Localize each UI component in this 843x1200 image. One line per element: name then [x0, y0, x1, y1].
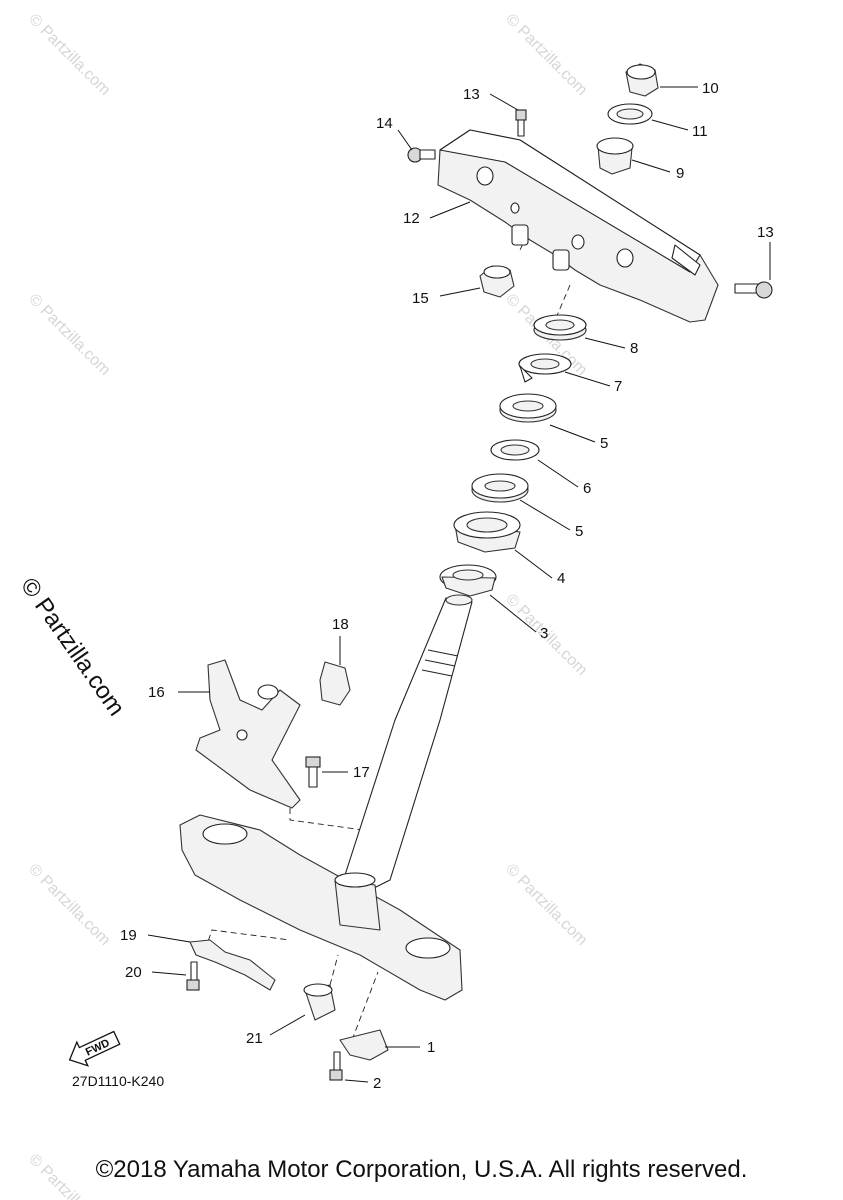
- diagram-code: 27D1110-K240: [72, 1073, 164, 1089]
- callout-5-upper: 5: [600, 435, 608, 452]
- steering-stem: [344, 594, 473, 901]
- clip-and-bolt: [305, 661, 351, 788]
- fwd-label: FWD: [84, 1037, 112, 1058]
- watermark: © Partzilla.com: [25, 861, 113, 949]
- callout-11: 11: [692, 123, 708, 140]
- side-watermark: © Partzilla.com: [15, 573, 130, 721]
- callout-3: 3: [540, 625, 548, 642]
- callout-15: 15: [412, 290, 429, 307]
- watermark: © Partzilla.com: [25, 11, 113, 99]
- callout-1: 1: [427, 1039, 435, 1056]
- left-bracket: [195, 659, 301, 809]
- callout-8: 8: [630, 340, 638, 357]
- callout-4: 4: [557, 570, 565, 587]
- callout-21: 21: [246, 1030, 263, 1047]
- callout-9: 9: [676, 165, 684, 182]
- leader-lines: [147, 86, 771, 1083]
- callout-labels: 10 11 9 13 14 12 13 15 8 7 5 6 5 4 3 18 …: [120, 80, 774, 1092]
- callout-7: 7: [614, 378, 622, 395]
- watermark: © Partzilla.com: [25, 291, 113, 379]
- callout-16: 19: [120, 927, 137, 944]
- upper-fasteners: [407, 63, 773, 299]
- watermark: © Partzilla.com: [502, 861, 590, 949]
- bearing-stack: [439, 314, 587, 597]
- callout-14: 14: [376, 115, 393, 132]
- callout-13-right: 13: [757, 224, 774, 241]
- callout-20: 18: [332, 616, 349, 633]
- callout-2: 2: [373, 1075, 381, 1092]
- callout-10: 10: [702, 80, 719, 97]
- callout-6: 6: [583, 480, 591, 497]
- callout-13-top: 13: [463, 86, 480, 103]
- callout-17: 20: [125, 964, 142, 981]
- watermark: © Partzilla.com: [502, 11, 590, 99]
- fwd-arrow-icon: FWD: [68, 1030, 121, 1067]
- copyright-notice: ©2018 Yamaha Motor Corporation, U.S.A. A…: [95, 1156, 748, 1183]
- lower-fasteners: [186, 939, 389, 1081]
- callout-12: 12: [403, 210, 420, 227]
- upper-bracket: [437, 129, 719, 323]
- lower-bracket: [179, 814, 463, 1001]
- callout-5-lower: 5: [575, 523, 583, 540]
- callout-19: 17: [353, 764, 370, 781]
- callout-18: 16: [148, 684, 165, 701]
